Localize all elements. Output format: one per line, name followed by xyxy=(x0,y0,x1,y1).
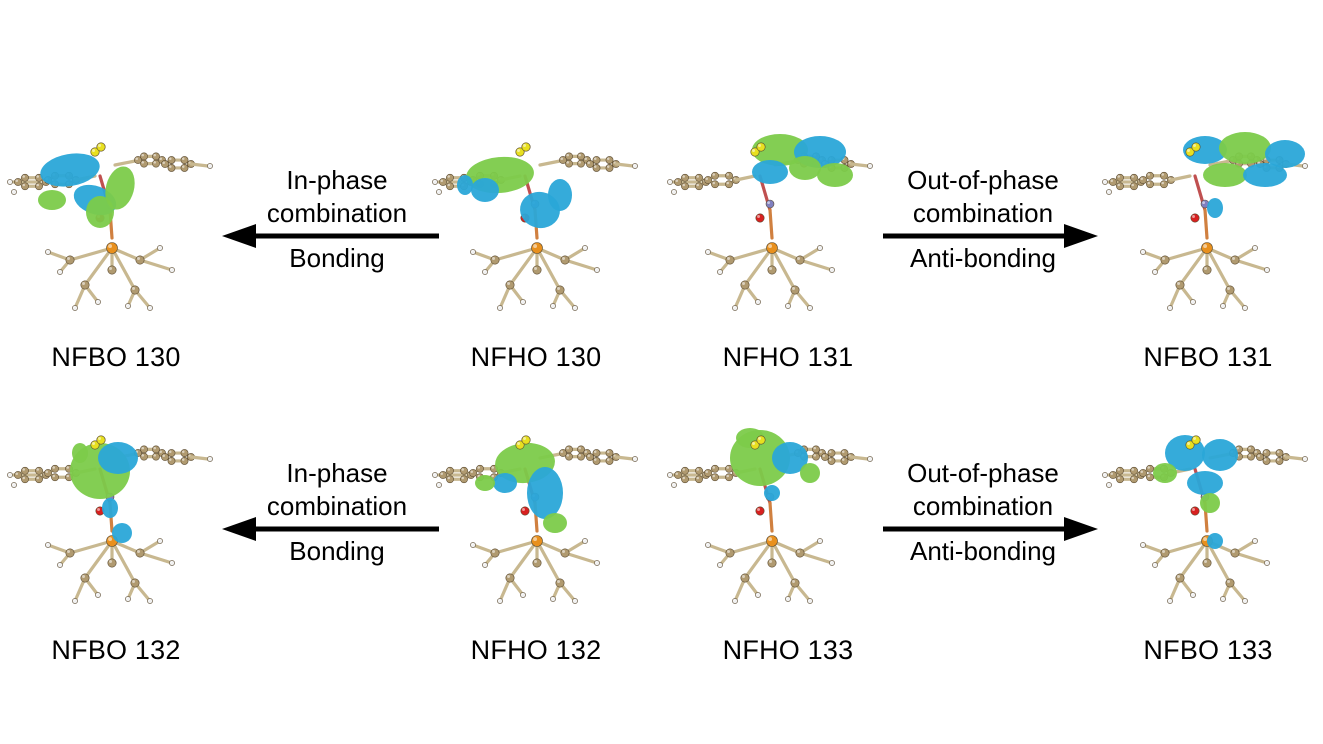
arrow-label-combination: combination xyxy=(912,491,1054,521)
arrow-label-bonding: Bonding xyxy=(289,536,385,566)
arrow-label-in-phase: In-phase xyxy=(286,458,388,488)
caption-nfho-133: NFHO 133 xyxy=(722,635,854,665)
molecule-nfbo-132 xyxy=(0,413,240,623)
molecule-nfho-133 xyxy=(660,413,900,623)
orbital-row-2: NFBO 132 In-phase combination Bonding NF… xyxy=(0,413,1323,713)
caption-nfbo-130: NFBO 130 xyxy=(51,342,181,372)
orbital-row-1: NFBO 130 In-phase combination Bonding NF… xyxy=(0,120,1323,420)
arrow-label-combination: combination xyxy=(912,198,1054,228)
arrow-in-phase-1: In-phase combination Bonding xyxy=(222,164,452,284)
arrow-label-anti-bonding: Anti-bonding xyxy=(910,243,1056,273)
caption-nfho-132: NFHO 132 xyxy=(470,635,602,665)
caption-nfbo-131: NFBO 131 xyxy=(1143,342,1273,372)
arrow-label-out-of-phase: Out-of-phase xyxy=(907,458,1059,488)
molecule-nfbo-130-render xyxy=(7,142,213,311)
left-arrow-icon xyxy=(222,517,439,541)
caption-nfbo-133: NFBO 133 xyxy=(1143,635,1273,665)
arrow-label-combination: combination xyxy=(266,491,408,521)
molecule-nfho-130 xyxy=(425,120,665,330)
molecule-nfbo-131 xyxy=(1095,120,1323,330)
molecule-nfho-131 xyxy=(660,120,900,330)
arrow-in-phase-2: In-phase combination Bonding xyxy=(222,457,452,577)
arrow-label-combination: combination xyxy=(266,198,408,228)
molecule-nfho-132-render xyxy=(432,435,638,604)
molecule-nfbo-132-render xyxy=(7,435,213,604)
caption-nfbo-132: NFBO 132 xyxy=(51,635,181,665)
right-arrow-icon xyxy=(883,224,1098,248)
caption-nfho-130: NFHO 130 xyxy=(470,342,602,372)
molecule-nfbo-131-render xyxy=(1102,132,1308,311)
arrow-out-of-phase-1: Out-of-phase combination Anti-bonding xyxy=(868,164,1098,284)
molecule-nfho-130-render xyxy=(432,142,638,311)
arrow-label-bonding: Bonding xyxy=(289,243,385,273)
molecule-nfho-133-render xyxy=(667,428,873,604)
right-arrow-icon xyxy=(883,517,1098,541)
arrow-label-anti-bonding: Anti-bonding xyxy=(910,536,1056,566)
molecule-nfbo-133-render xyxy=(1102,435,1308,604)
arrow-label-out-of-phase: Out-of-phase xyxy=(907,165,1059,195)
molecule-nfbo-133 xyxy=(1095,413,1323,623)
left-arrow-icon xyxy=(222,224,439,248)
arrow-label-in-phase: In-phase xyxy=(286,165,388,195)
molecule-nfho-131-render xyxy=(667,134,873,311)
molecule-nfbo-130 xyxy=(0,120,240,330)
arrow-out-of-phase-2: Out-of-phase combination Anti-bonding xyxy=(868,457,1098,577)
molecule-nfho-132 xyxy=(425,413,665,623)
caption-nfho-131: NFHO 131 xyxy=(722,342,854,372)
